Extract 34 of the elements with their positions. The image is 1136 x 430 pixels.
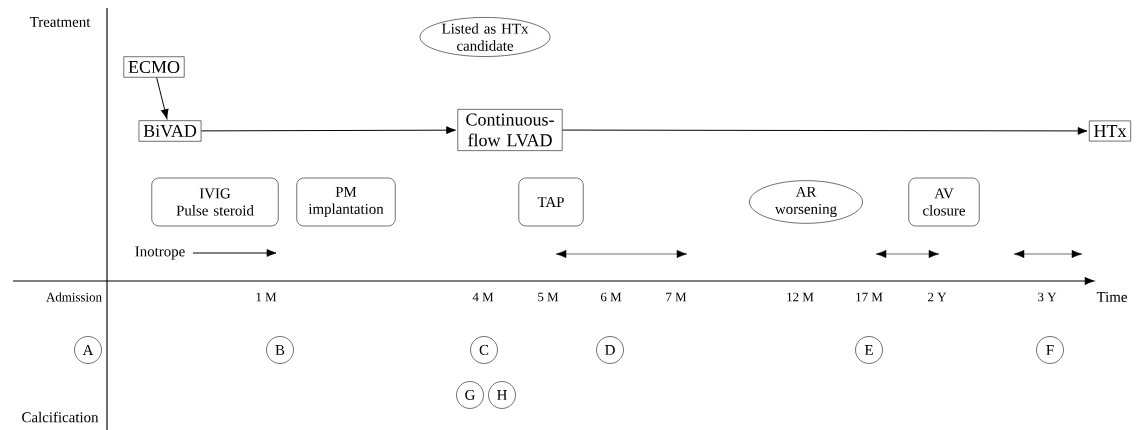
treatment-box: AV closure <box>908 177 980 227</box>
device-box: ECMO <box>123 56 185 78</box>
treatment-box: PM implantation <box>296 177 396 227</box>
circled-letter: F <box>1036 336 1064 364</box>
arrow <box>562 127 1088 135</box>
tick-label: 17 M <box>856 292 883 302</box>
tick-label: 7 M <box>666 292 687 302</box>
circled-letter: A <box>74 336 102 364</box>
treatment-box: IVIG Pulse steroid <box>151 177 279 227</box>
tick-label: 6 M <box>600 292 622 302</box>
arrow <box>200 126 456 134</box>
circled-letter: D <box>596 336 624 364</box>
circled-letter: H <box>488 381 516 409</box>
axis-label: Treatment <box>29 17 91 27</box>
arrow <box>192 249 277 257</box>
tick-label: Admission <box>46 292 102 302</box>
inotrope-label: Inotrope <box>135 246 185 260</box>
arrow <box>156 77 169 119</box>
treatment-box: TAP <box>518 177 584 227</box>
axis-label: Calcification <box>22 411 99 423</box>
tick-label: 2 Y <box>928 292 947 302</box>
circled-letter: B <box>266 336 294 364</box>
device-box: HTx <box>1089 120 1131 142</box>
axis-label: Time <box>1096 291 1127 302</box>
device-box: BiVAD <box>138 120 202 142</box>
tick-label: 3 Y <box>1038 292 1057 302</box>
tick-label: 1 M <box>256 292 277 302</box>
circled-letter: G <box>456 381 484 409</box>
device-box: Continuous-flow LVAD <box>457 109 563 151</box>
circled-letter: C <box>470 336 498 364</box>
tick-label: 12 M <box>787 292 814 302</box>
tick-label: 5 M <box>538 292 559 302</box>
circled-letter: E <box>855 336 883 364</box>
tick-label: 4 M <box>472 292 494 302</box>
